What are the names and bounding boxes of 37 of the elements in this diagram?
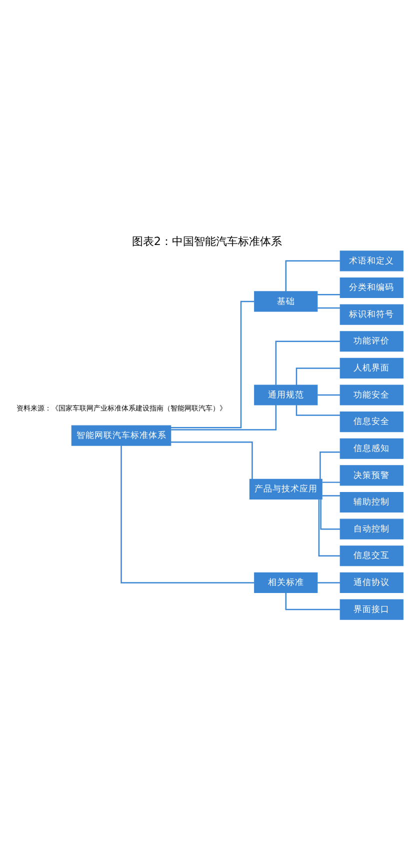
connector bbox=[318, 394, 340, 396]
node-box: 辅助控制 bbox=[340, 491, 404, 512]
connector bbox=[285, 260, 340, 291]
node-box: 人机界面 bbox=[340, 357, 404, 378]
node-box: 标识和符号 bbox=[340, 304, 404, 324]
connector bbox=[170, 440, 253, 479]
connector bbox=[275, 340, 340, 384]
connector bbox=[296, 367, 340, 385]
node-box: 自动控制 bbox=[340, 518, 404, 539]
connector bbox=[318, 498, 340, 556]
connector bbox=[320, 498, 340, 530]
connector bbox=[318, 293, 340, 295]
node-box: 分类和编码 bbox=[340, 276, 404, 298]
connector bbox=[318, 306, 340, 308]
node-box: 决策预警 bbox=[340, 464, 404, 486]
diagram-title: 图表2：中国智能汽车标准体系 bbox=[132, 234, 282, 248]
node-box: 通用规范 bbox=[254, 384, 318, 405]
node-box: 功能评价 bbox=[340, 330, 404, 352]
node-box: 通信协议 bbox=[340, 572, 404, 592]
connector bbox=[120, 445, 254, 583]
connector bbox=[171, 404, 277, 430]
connector bbox=[322, 494, 340, 496]
connector bbox=[320, 450, 340, 479]
node-box: 功能安全 bbox=[340, 384, 404, 405]
connector bbox=[318, 582, 340, 583]
node-box: 信息交互 bbox=[340, 545, 404, 566]
node-box: 术语和定义 bbox=[340, 250, 404, 271]
node-box: 信息感知 bbox=[340, 438, 404, 458]
node-box: 界面接口 bbox=[340, 598, 404, 620]
node-box: 信息安全 bbox=[340, 411, 404, 432]
connector bbox=[322, 481, 340, 482]
node-box: 产品与技术应用 bbox=[249, 478, 322, 499]
node-box: 智能网联汽车标准体系 bbox=[71, 424, 172, 446]
connector bbox=[296, 404, 340, 416]
connector bbox=[285, 592, 340, 610]
node-box: 基础 bbox=[254, 290, 318, 312]
node-box: 相关标准 bbox=[254, 572, 318, 592]
